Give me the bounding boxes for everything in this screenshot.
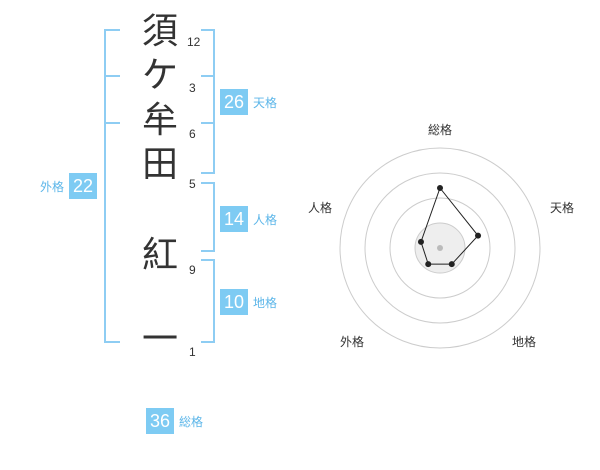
tenkaku-label: 天格: [253, 95, 278, 110]
name-char-2: ケ: [141, 55, 178, 96]
radar-center-point: [437, 245, 443, 251]
radar-chart: 総格 天格 地格 外格 人格: [308, 122, 574, 349]
radar-point-jinkaku: [417, 238, 424, 245]
soukaku-label: 総格: [179, 414, 204, 429]
jinkaku-value: 14: [220, 206, 248, 232]
name-char-4: 田: [141, 144, 178, 185]
radar-area: [420, 186, 479, 265]
soukaku-value: 36: [146, 408, 174, 434]
bracket-divider: [106, 75, 120, 77]
name-char-6: 一: [141, 319, 178, 360]
stroke-count-3: 6: [189, 127, 196, 141]
radar-points: [417, 185, 482, 268]
chikaku-value: 10: [220, 289, 248, 315]
radar-point-tenkaku: [475, 232, 482, 239]
radar-ring: [389, 197, 491, 299]
radar-label-gaikaku: 外格: [340, 334, 364, 349]
radar-ring: [364, 172, 516, 324]
radar-point-chikaku: [448, 261, 455, 268]
chikaku-bracket: [201, 259, 215, 343]
tenkaku-value: 26: [220, 89, 248, 115]
stroke-count-5: 9: [189, 263, 196, 277]
gaikaku-label: 外格: [40, 179, 65, 194]
chikaku-badge: 10 地格: [220, 289, 277, 315]
stroke-count-4: 5: [189, 177, 196, 191]
gaikaku-bracket: [104, 29, 120, 343]
name-char-1: 須: [141, 11, 178, 52]
tenkaku-badge: 26 天格: [220, 89, 277, 115]
radar-label-tenkaku: 天格: [550, 200, 574, 215]
radar-ring: [339, 147, 541, 349]
stroke-count-1: 12: [187, 35, 201, 49]
name-char-5: 紅: [141, 235, 178, 276]
jinkaku-label: 人格: [253, 212, 278, 227]
jinkaku-badge: 14 人格: [220, 206, 277, 232]
gaikaku-badge: 外格 22: [40, 173, 98, 199]
gaikaku-value: 22: [69, 173, 98, 199]
radar-polygon: [420, 186, 479, 265]
stroke-count-6: 1: [189, 345, 196, 359]
stroke-count-2: 3: [189, 81, 196, 95]
radar-label-chikaku: 地格: [512, 334, 536, 349]
soukaku-badge: 36 総格: [146, 408, 203, 434]
chikaku-label: 地格: [253, 295, 278, 310]
bracket-divider: [106, 122, 120, 124]
bracket-divider: [201, 122, 213, 124]
jinkaku-bracket: [201, 182, 215, 252]
radar-point-soukaku: [437, 185, 443, 191]
radar-label-jinkaku: 人格: [308, 200, 332, 215]
tenkaku-bracket: [201, 29, 215, 174]
radar-label-soukaku: 総格: [428, 122, 452, 137]
name-char-3: 牟: [141, 100, 178, 141]
radar-point-gaikaku: [425, 261, 432, 268]
bracket-divider: [201, 75, 213, 77]
